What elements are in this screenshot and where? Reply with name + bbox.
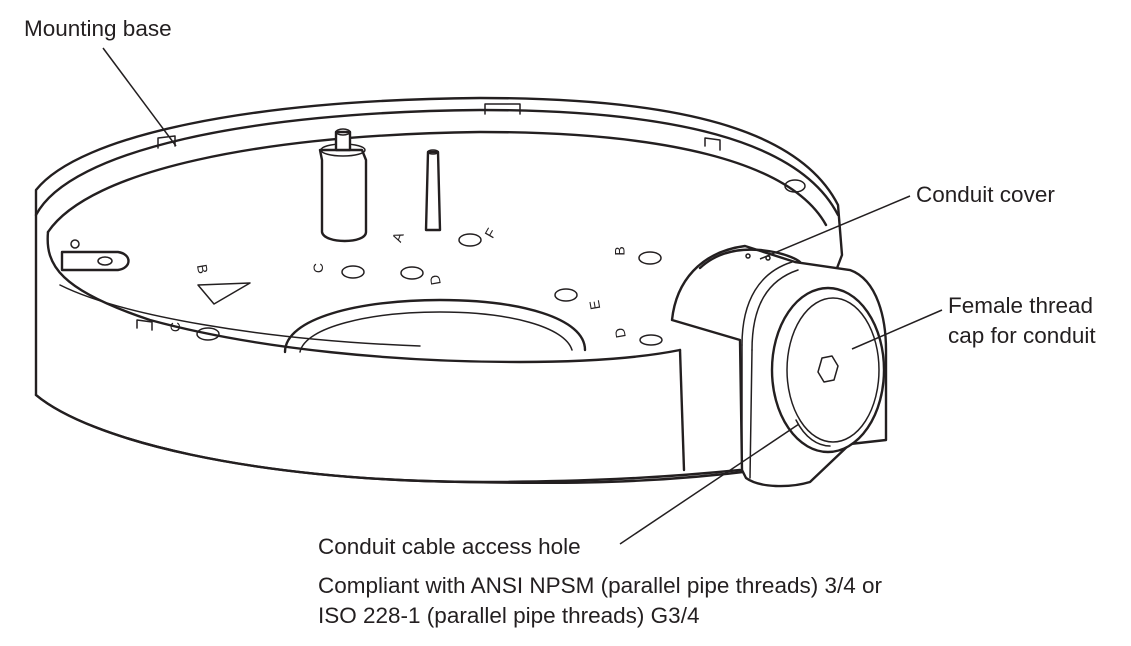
label-access-hole: Conduit cable access hole bbox=[318, 534, 581, 559]
post-pin bbox=[334, 130, 352, 152]
rim-screw-slot bbox=[784, 179, 806, 193]
leader-female-thread bbox=[851, 309, 943, 350]
rim-notch-right bbox=[704, 137, 721, 151]
hex-socket bbox=[817, 355, 839, 383]
leader-mounting-base bbox=[102, 47, 177, 147]
alignment-pin bbox=[424, 150, 442, 232]
center-opening-inner bbox=[299, 311, 573, 353]
base-inner-rim bbox=[46, 130, 828, 234]
leader-access-hole bbox=[619, 423, 800, 545]
label-compliance-line2: ISO 228-1 (parallel pipe threads) G3/4 bbox=[318, 603, 700, 628]
rim-notch-left bbox=[157, 135, 176, 149]
label-mounting-base: Mounting base bbox=[24, 16, 172, 41]
hole-mark-b-right: B bbox=[611, 246, 628, 256]
base-bottom-edge bbox=[34, 393, 742, 484]
leader-conduit-cover bbox=[759, 195, 911, 260]
side-bracket bbox=[60, 250, 130, 272]
mounting-post bbox=[318, 148, 368, 243]
hole-mark-c-center: C bbox=[310, 262, 327, 274]
center-opening bbox=[283, 298, 587, 354]
mounting-holes bbox=[196, 233, 663, 346]
female-thread-cap bbox=[770, 286, 886, 454]
base-inner-floor-edge bbox=[46, 230, 682, 364]
label-compliance-line1: Compliant with ANSI NPSM (parallel pipe … bbox=[318, 573, 882, 598]
conduit-cover bbox=[698, 248, 802, 270]
label-female-thread-line1: Female thread bbox=[948, 293, 1094, 318]
direction-arrow bbox=[197, 282, 251, 305]
base-top-rim bbox=[34, 108, 840, 217]
rim-notch-back bbox=[484, 103, 521, 115]
label-female-thread-line2: cap for conduit bbox=[948, 323, 1096, 348]
label-conduit-cover: Conduit cover bbox=[916, 182, 1055, 207]
base-inner-lip bbox=[59, 284, 421, 347]
rim-notch-front-left bbox=[136, 319, 153, 331]
hole-mark-c-left: C bbox=[167, 321, 184, 333]
